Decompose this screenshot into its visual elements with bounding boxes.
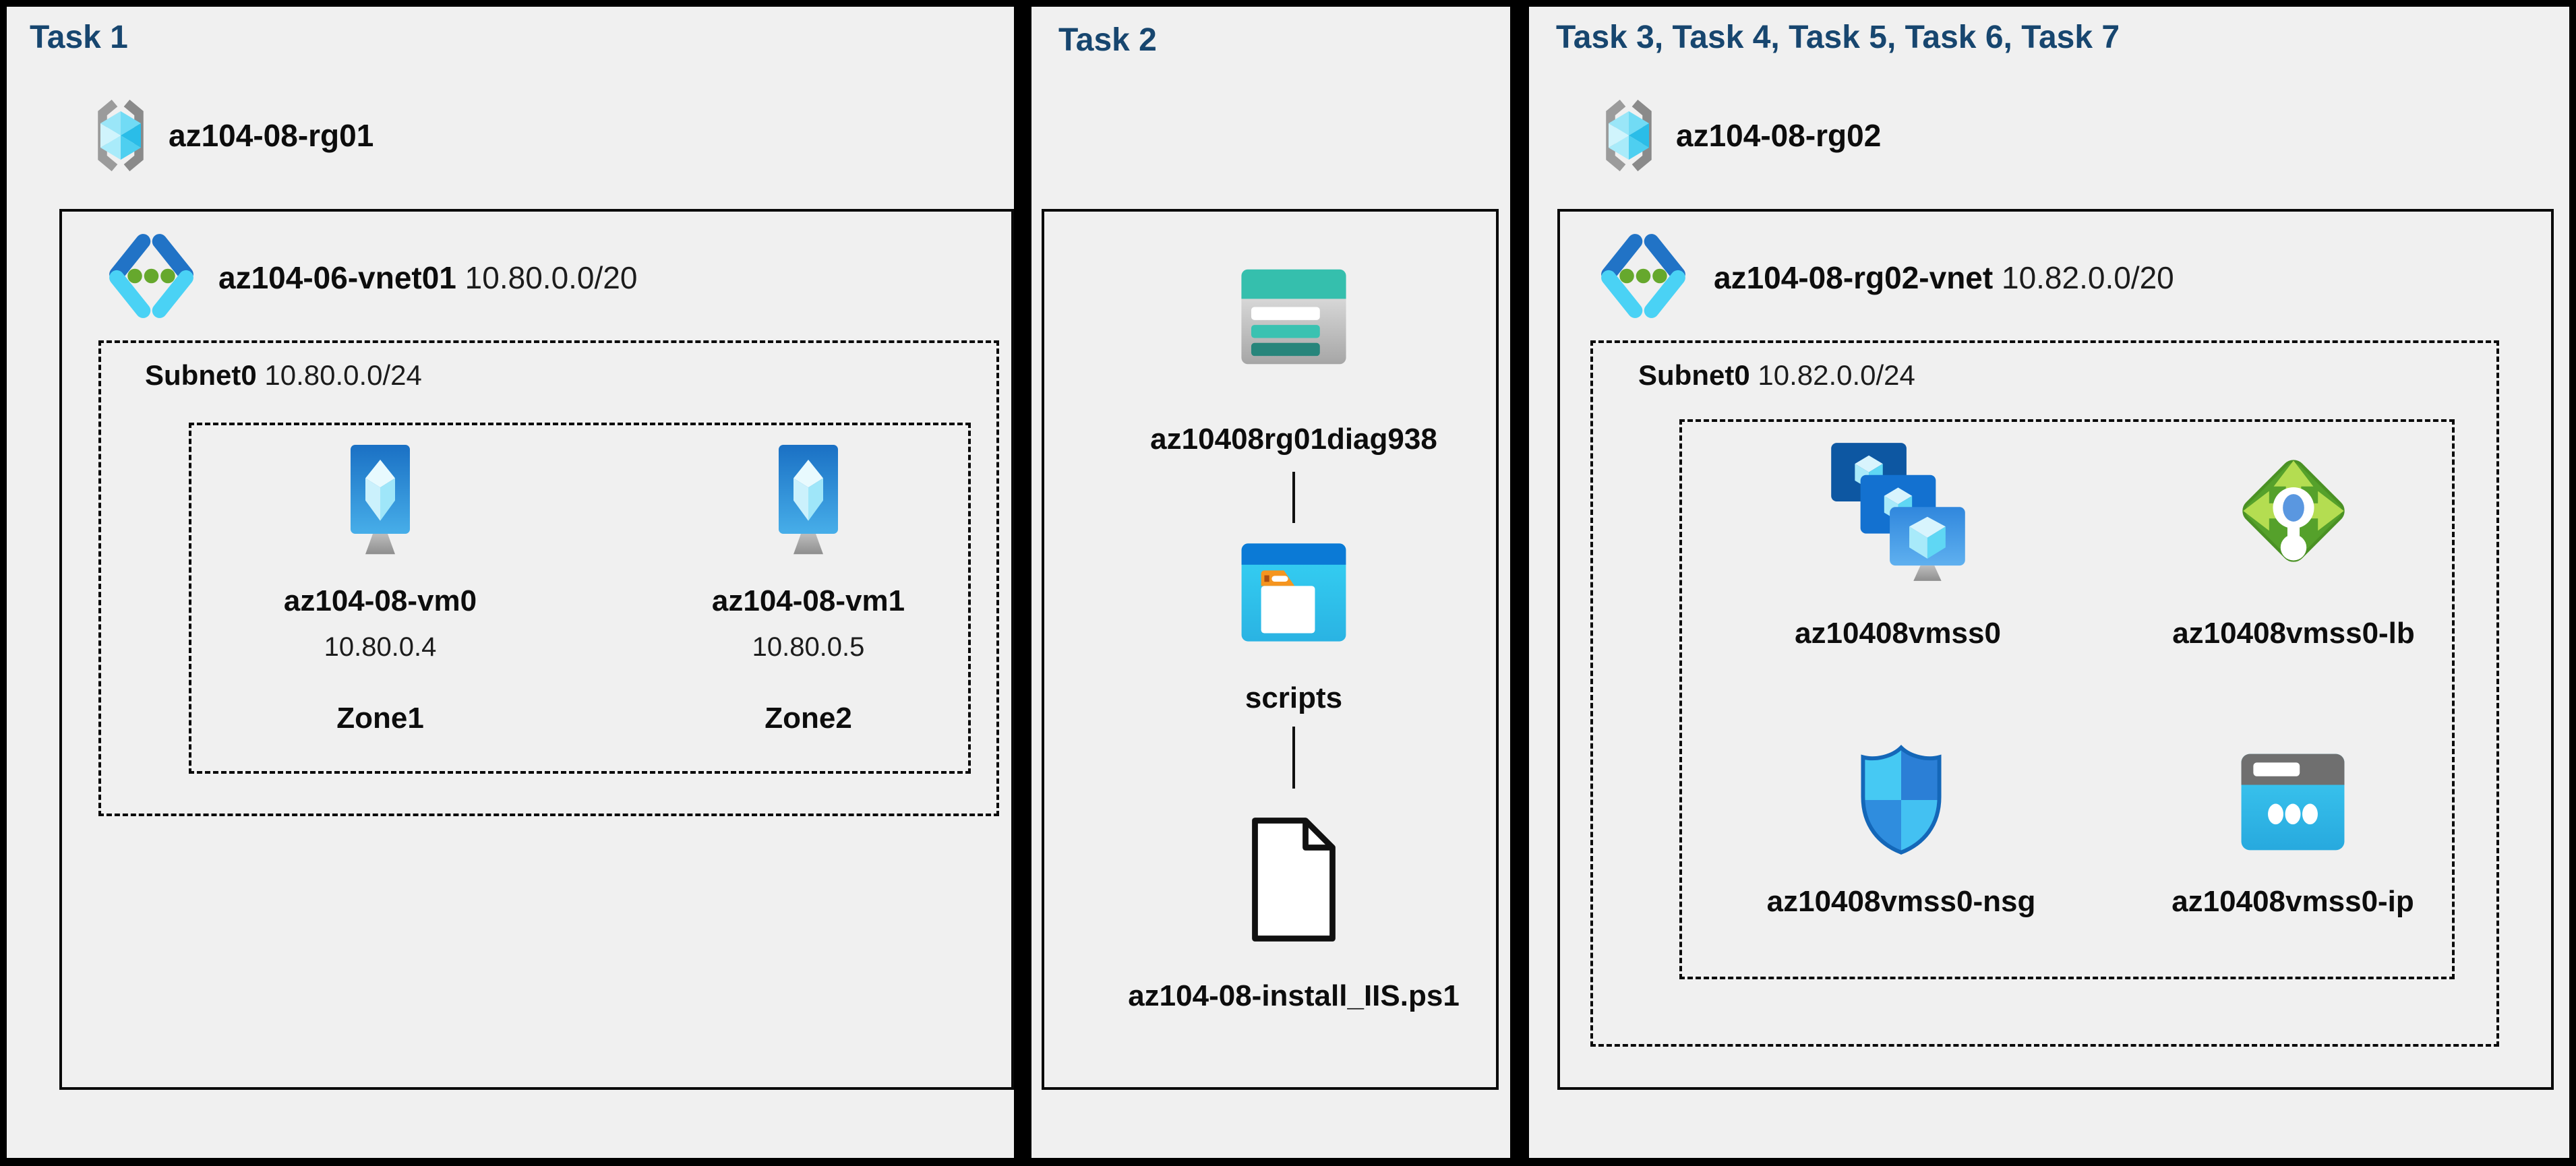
vnet-name: az104-08-rg02-vnet xyxy=(1714,260,1994,295)
rg-name-label: az104-08-rg01 xyxy=(169,118,374,153)
load-balancer-icon xyxy=(2229,447,2358,575)
resource-group-icon xyxy=(1598,95,1659,176)
rg-name-label: az104-08-rg02 xyxy=(1676,118,1882,153)
load-balancer-label: az10408vmss0-lb xyxy=(2172,617,2415,650)
storage-account-label: az10408rg01diag938 xyxy=(1150,423,1437,456)
subnet-name: Subnet0 xyxy=(145,359,257,391)
virtual-network-icon xyxy=(105,230,198,322)
vm-zone-label: Zone2 xyxy=(765,702,852,735)
panel-task1: Task 1 az104-08-rg01 xyxy=(7,7,1014,1158)
public-ip-label: az10408vmss0-ip xyxy=(2171,885,2414,918)
vm-zone-label: Zone1 xyxy=(336,702,424,735)
vnet-name-label: az104-08-rg02-vnet 10.82.0.0/20 xyxy=(1714,261,2174,295)
vm-ip-label: 10.80.0.4 xyxy=(324,632,437,662)
file-label: az104-08-install_IIS.ps1 xyxy=(1128,979,1460,1012)
vnet-box xyxy=(59,209,1014,1090)
subnet-label: Subnet0 10.82.0.0/24 xyxy=(1638,359,1915,391)
subnet-name: Subnet0 xyxy=(1638,359,1750,391)
subnet-cidr: 10.82.0.0/24 xyxy=(1758,359,1915,391)
vm-name-label: az104-08-vm0 xyxy=(283,584,477,617)
vnet-name: az104-06-vnet01 xyxy=(218,260,456,295)
virtual-network-icon xyxy=(1597,230,1689,322)
panel-task2: Task 2 az10408rg01diag938 xyxy=(1031,7,1510,1158)
connector-line xyxy=(1292,472,1295,523)
vm-scale-set-icon xyxy=(1828,440,1968,582)
container-label: scripts xyxy=(1245,681,1343,714)
panel-task3-7: Task 3, Task 4, Task 5, Task 6, Task 7 a… xyxy=(1529,7,2569,1158)
vnet-box xyxy=(1557,209,2554,1090)
nsg-label: az10408vmss0-nsg xyxy=(1766,885,2036,918)
vm-name-label: az104-08-vm1 xyxy=(711,584,905,617)
panel2-title: Task 2 xyxy=(1058,22,1157,58)
virtual-machine-icon xyxy=(771,445,845,563)
task2-box xyxy=(1042,209,1499,1090)
zone-box xyxy=(189,423,971,774)
connector-line xyxy=(1292,727,1295,789)
blob-container-icon xyxy=(1240,542,1348,643)
subnet-box xyxy=(98,340,999,816)
subnet-label: Subnet0 10.80.0.0/24 xyxy=(145,359,422,391)
subnet-box xyxy=(1590,340,2499,1047)
vnet-cidr: 10.82.0.0/20 xyxy=(2001,260,2174,295)
resources-box xyxy=(1679,419,2455,979)
resource-group-icon xyxy=(90,95,151,176)
ps1-file-icon xyxy=(1247,816,1341,944)
vnet-cidr: 10.80.0.0/20 xyxy=(465,260,638,295)
panel1-title: Task 1 xyxy=(30,20,128,55)
virtual-machine-icon xyxy=(343,445,417,563)
vnet-name-label: az104-06-vnet01 10.80.0.0/20 xyxy=(218,261,637,295)
network-security-group-icon xyxy=(1857,743,1946,857)
vm-ip-label: 10.80.0.5 xyxy=(752,632,865,662)
subnet-cidr: 10.80.0.0/24 xyxy=(264,359,422,391)
vmss-label: az10408vmss0 xyxy=(1795,617,2001,650)
panel3-title: Task 3, Task 4, Task 5, Task 6, Task 7 xyxy=(1556,20,2120,55)
storage-account-icon xyxy=(1240,268,1348,366)
public-ip-icon xyxy=(2240,752,2346,852)
